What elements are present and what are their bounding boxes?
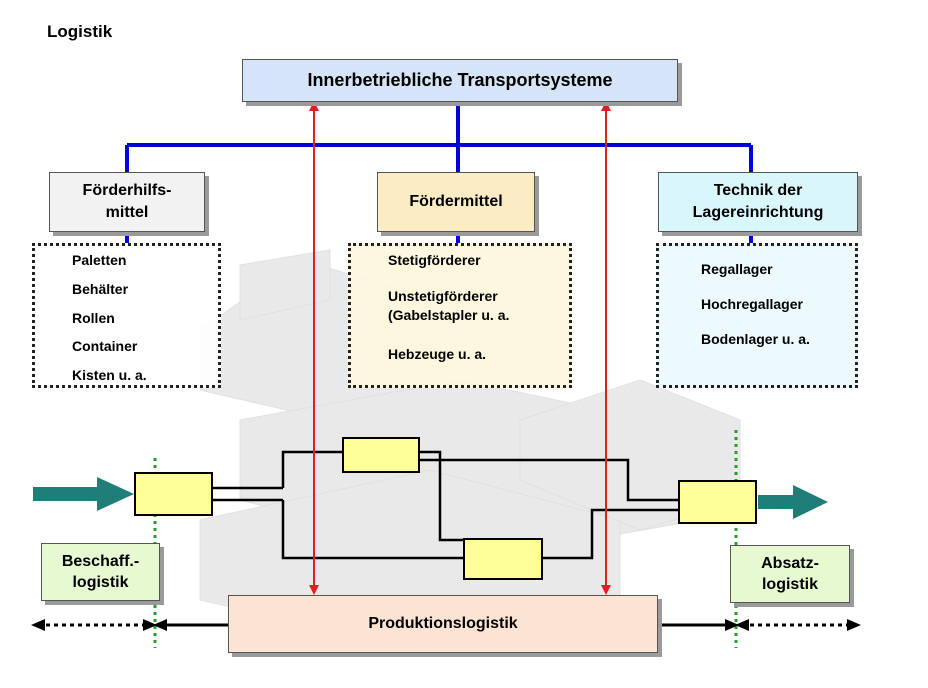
top-box: Innerbetriebliche Transportsysteme [242, 59, 678, 102]
list-item: Paletten [72, 252, 127, 268]
category-box-lagertechnik: Technik der Lagereinrichtung [658, 172, 858, 232]
station-upper [342, 437, 420, 473]
list-foerdermittel: Stetigförderer Unstetigförderer (Gabelst… [348, 243, 572, 388]
station-input [134, 472, 213, 516]
list-item: Hebzeuge u. a. [388, 346, 487, 362]
produktionslogistik-label: Produktionslogistik [368, 615, 518, 632]
list-item: Hochregallager [701, 296, 803, 312]
category-label: Förderhilfs- mittel [82, 182, 172, 221]
list-lagertechnik: Regallager Hochregallager Bodenlager u. … [656, 243, 858, 388]
beschaffungslogistik-box: Beschaff.- logistik [41, 543, 160, 601]
list-item: Rollen [72, 310, 115, 326]
list-item: Behälter [72, 281, 129, 297]
beschaffungslogistik-label: Beschaff.- logistik [61, 553, 140, 591]
category-box-foerderhilfsmittel: Förderhilfs- mittel [49, 172, 205, 232]
list-item: Bodenlager u. a. [701, 331, 810, 347]
list-item: Unstetigförderer (Gabelstapler u. a. [388, 288, 510, 323]
absatzlogistik-label: Absatz- logistik [761, 555, 819, 593]
list-item: Container [72, 338, 138, 354]
list-item: Kisten u. a. [72, 367, 147, 383]
station-output [678, 480, 757, 524]
blue-connectors [125, 102, 753, 243]
list-item: Stetigförderer [388, 252, 481, 268]
category-box-foerdermittel: Fördermittel [377, 172, 535, 232]
list-foerderhilfsmittel: Paletten Behälter Rollen Container Kiste… [32, 243, 221, 388]
absatzlogistik-box: Absatz- logistik [730, 545, 850, 603]
category-label: Technik der Lagereinrichtung [692, 182, 824, 221]
output-arrow [758, 485, 828, 519]
flow-network [213, 450, 678, 560]
station-lower [463, 538, 543, 580]
top-box-label: Innerbetriebliche Transportsysteme [307, 70, 613, 90]
produktionslogistik-box: Produktionslogistik [228, 595, 658, 653]
page-title: Logistik [47, 22, 113, 41]
list-item: Regallager [701, 261, 773, 277]
input-arrow [33, 477, 134, 511]
category-label: Fördermittel [409, 193, 503, 210]
